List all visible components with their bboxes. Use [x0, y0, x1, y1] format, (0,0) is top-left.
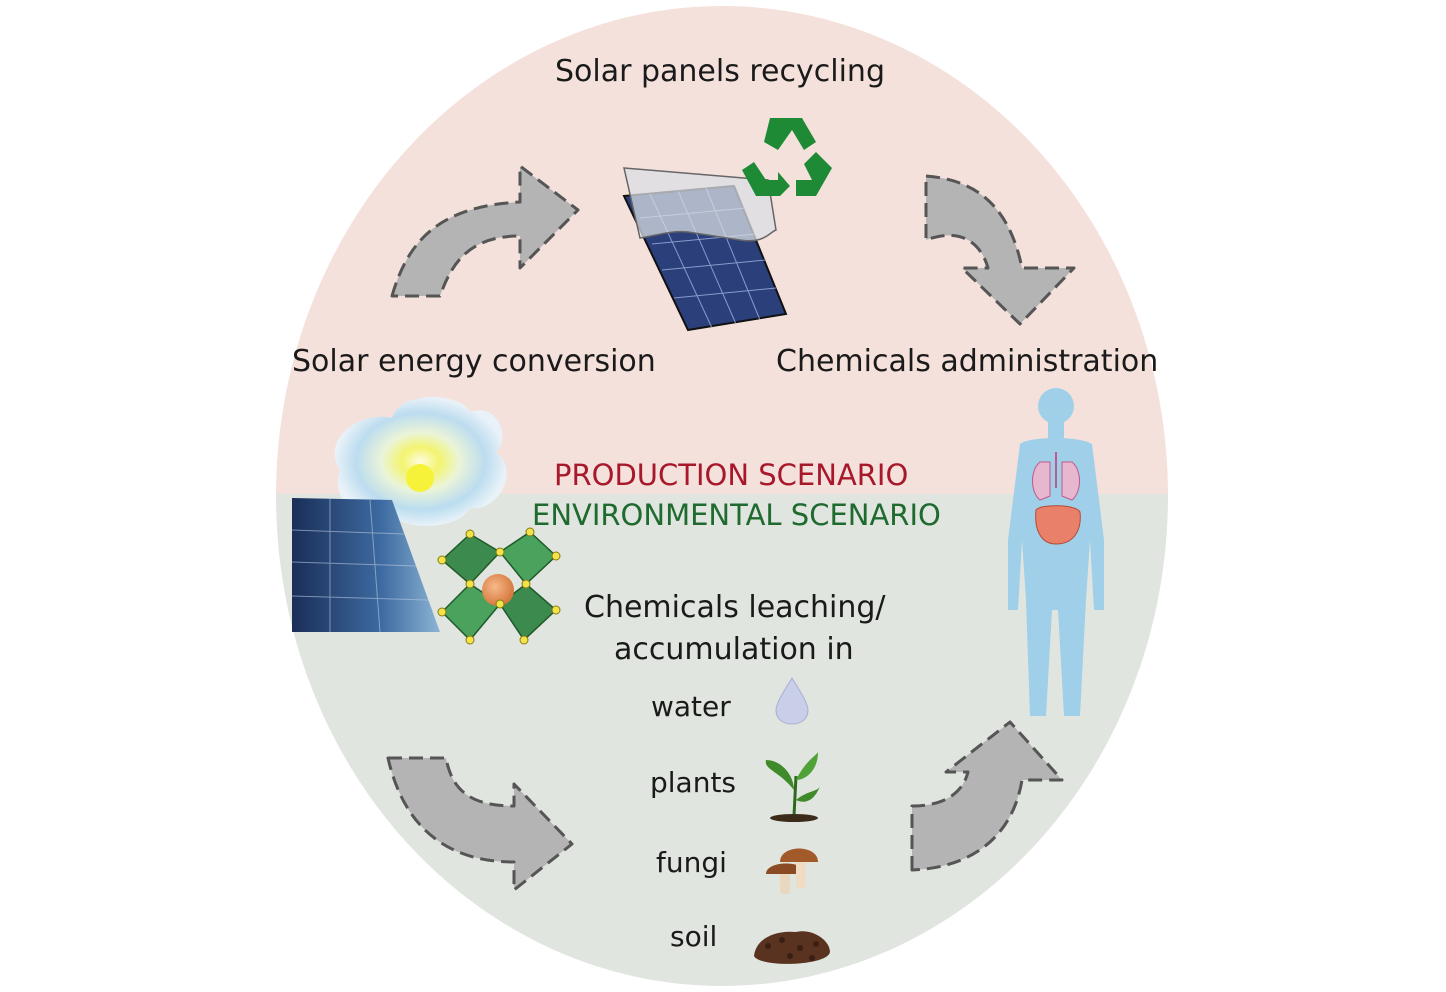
solar-panel-recycling-icon — [622, 167, 788, 332]
perovskite-crystal-icon — [437, 527, 561, 645]
medium-soil-label: soil — [670, 920, 718, 953]
sun-icon — [334, 396, 507, 526]
solar-panels-recycling-label: Solar panels recycling — [555, 54, 885, 89]
arrow-bottom-left — [386, 756, 574, 892]
environmental-scenario-label: ENVIRONMENTAL SCENARIO — [532, 498, 941, 532]
solar-energy-conversion-label: Solar energy conversion — [292, 344, 656, 379]
mushroom-icon — [766, 848, 818, 894]
medium-plants-label: plants — [650, 766, 737, 799]
human-body-icon — [1008, 388, 1104, 716]
accumulation-in-label: accumulation in — [614, 632, 854, 667]
arrow-top-left — [390, 164, 580, 298]
plant-icon — [765, 752, 820, 822]
soil-icon — [754, 931, 830, 964]
solar-panels-photo — [291, 498, 440, 633]
chemicals-leaching-label: Chemicals leaching/ — [584, 590, 886, 625]
water-drop-icon — [775, 677, 809, 725]
medium-fungi-label: fungi — [656, 846, 727, 879]
arrow-bottom-right — [910, 720, 1064, 872]
medium-water-label: water — [651, 690, 731, 723]
chemicals-administration-label: Chemicals administration — [776, 344, 1159, 379]
production-scenario-label: PRODUCTION SCENARIO — [554, 458, 909, 492]
environmental-region — [276, 494, 1168, 986]
recycle-icon — [742, 118, 832, 196]
arrow-top-right — [924, 174, 1076, 326]
